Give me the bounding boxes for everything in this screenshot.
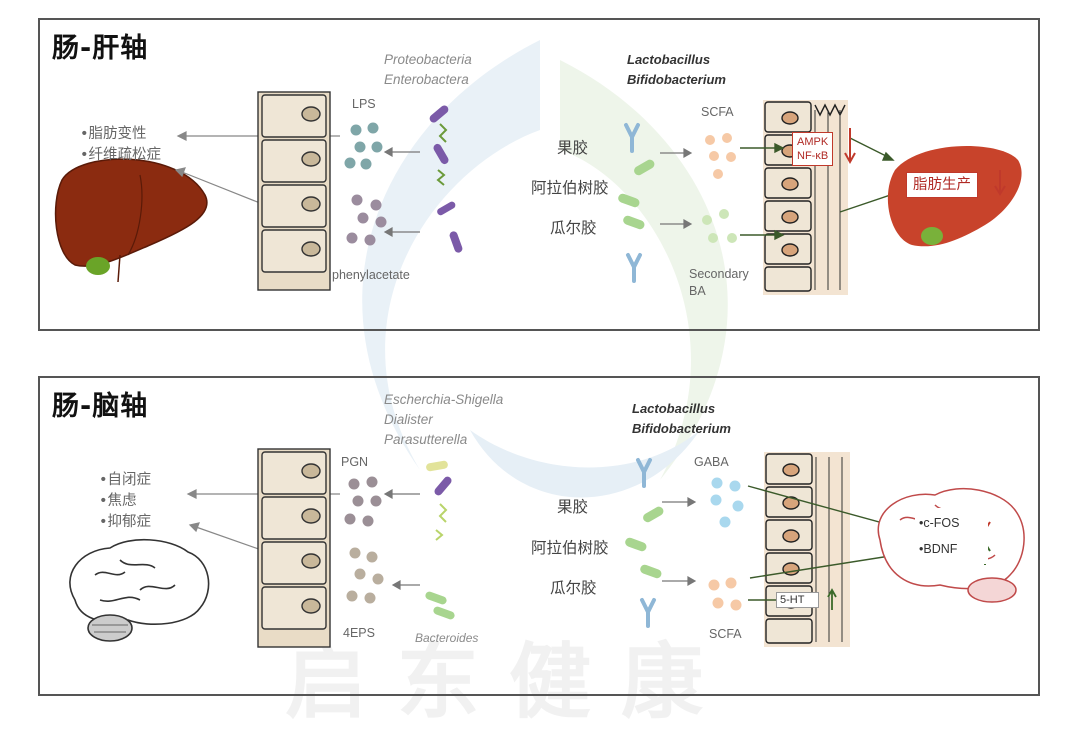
bacteria-bifidobacterium: Bifidobacterium xyxy=(632,421,731,436)
brain-left-icon xyxy=(69,538,210,642)
fiber-gum-arabic: 阿拉伯树胶 xyxy=(531,539,609,557)
panel-title: 肠-肝轴 xyxy=(52,33,149,64)
fiber-pills xyxy=(618,159,655,230)
secondary-ba-line2: BA xyxy=(689,284,706,298)
lps-label: LPS xyxy=(352,97,376,111)
bad-bacteria-icons xyxy=(429,105,463,253)
lipogenesis-box: 脂肪生产 xyxy=(906,172,978,198)
secondary-ba-label: Secondary BA xyxy=(689,266,749,300)
brain-marker-box: •c-FOS •BDNF xyxy=(915,508,988,564)
scfa-label: SCFA xyxy=(709,627,742,641)
gut-liver-panel: 肠-肝轴 xyxy=(38,18,1040,331)
fiber-pills xyxy=(625,506,664,579)
gut-brain-graphics xyxy=(69,448,1025,648)
gut-cells-right xyxy=(764,452,850,647)
outcome-autism: •自闭症 xyxy=(99,472,152,488)
liver-outcomes: •脂肪变性 •纤维疏松症 xyxy=(80,124,161,166)
bacteroides-icons xyxy=(425,591,455,620)
gut-cells-right xyxy=(763,100,848,295)
phenylacetate-label: phenylacetate xyxy=(332,268,410,282)
fiber-arrows xyxy=(662,496,697,587)
scfa-label: SCFA xyxy=(701,105,734,119)
fiber-guar-gum: 瓜尔胶 xyxy=(550,219,597,237)
signal-ampk: AMPK xyxy=(797,136,829,148)
bacteria-to-metabolite-arrows xyxy=(383,488,420,591)
bacteria-enterobactera: Enterobactera xyxy=(384,72,469,87)
good-bacteria-icons xyxy=(636,458,656,628)
marker-cfos: •c-FOS xyxy=(919,516,960,530)
gaba-label: GABA xyxy=(694,455,729,469)
gut-cells-left xyxy=(257,91,331,291)
bacteria-dialister: Dialister xyxy=(384,412,433,427)
outcome-depression: •抑郁症 xyxy=(99,514,152,530)
fiber-arrows xyxy=(660,147,693,230)
bad-bacteria-names: Proteobacteria Enterobactera xyxy=(384,50,472,90)
pgn-dots xyxy=(344,476,382,527)
good-bacteria-names: Lactobacillus Bifidobacterium xyxy=(627,50,726,90)
scfa-dots xyxy=(705,133,736,179)
secondary-ba-line1: Secondary xyxy=(689,267,749,281)
outcome-steatosis: •脂肪变性 xyxy=(80,126,147,142)
gut-brain-panel: 肠-脑轴 xyxy=(38,376,1040,696)
outcome-anxiety: •焦虑 xyxy=(99,493,137,509)
bacteria-proteobacteria: Proteobacteria xyxy=(384,52,472,67)
decrease-arrows xyxy=(844,128,1006,196)
4eps-label: 4EPS xyxy=(343,626,375,640)
fiber-pectin: 果胶 xyxy=(557,139,589,157)
serotonin-box: 5-HT xyxy=(776,592,820,608)
pgn-label: PGN xyxy=(341,455,369,469)
fiber-guar-gum: 瓜尔胶 xyxy=(550,579,597,597)
bacteria-bifidobacterium: Bifidobacterium xyxy=(627,72,726,87)
bacteria-escherichia: Escherchia-Shigella xyxy=(384,392,504,407)
marker-bdnf: •BDNF xyxy=(919,542,958,556)
gaba-dots xyxy=(710,477,744,528)
bad-bacteria-names: Escherchia-Shigella Dialister Parasutter… xyxy=(384,390,503,450)
outcome-fibrosis: •纤维疏松症 xyxy=(80,147,162,163)
bacteria-lactobacillus: Lactobacillus xyxy=(632,401,716,416)
bacteroides-label: Bacteroides xyxy=(415,631,479,645)
ht-up-arrow xyxy=(827,588,837,610)
4eps-dots xyxy=(346,547,384,604)
scfa-dots xyxy=(708,577,742,611)
fiber-pectin: 果胶 xyxy=(557,498,589,516)
bacteria-lactobacillus: Lactobacillus xyxy=(627,52,711,67)
bad-bacteria-icons xyxy=(426,460,452,541)
secondary-ba-dots xyxy=(702,209,737,243)
lps-dots xyxy=(344,122,383,170)
phenylacetate-dots xyxy=(346,194,387,246)
bacteria-to-metabolite-arrows xyxy=(383,146,420,238)
brain-outcomes: •自闭症 •焦虑 •抑郁症 xyxy=(99,470,151,533)
gut-cells-left xyxy=(257,448,331,648)
good-bacteria-names: Lactobacillus Bifidobacterium xyxy=(632,399,731,439)
liver-left-icon xyxy=(54,158,208,283)
signal-box: AMPK NF-κB xyxy=(792,132,834,166)
fiber-gum-arabic: 阿拉伯树胶 xyxy=(531,179,609,197)
signal-nfkb: NF-κB xyxy=(797,150,829,162)
panel-title: 肠-脑轴 xyxy=(52,391,149,422)
good-bacteria-icons xyxy=(624,123,642,283)
bacteria-parasutterella: Parasutterella xyxy=(384,432,468,447)
